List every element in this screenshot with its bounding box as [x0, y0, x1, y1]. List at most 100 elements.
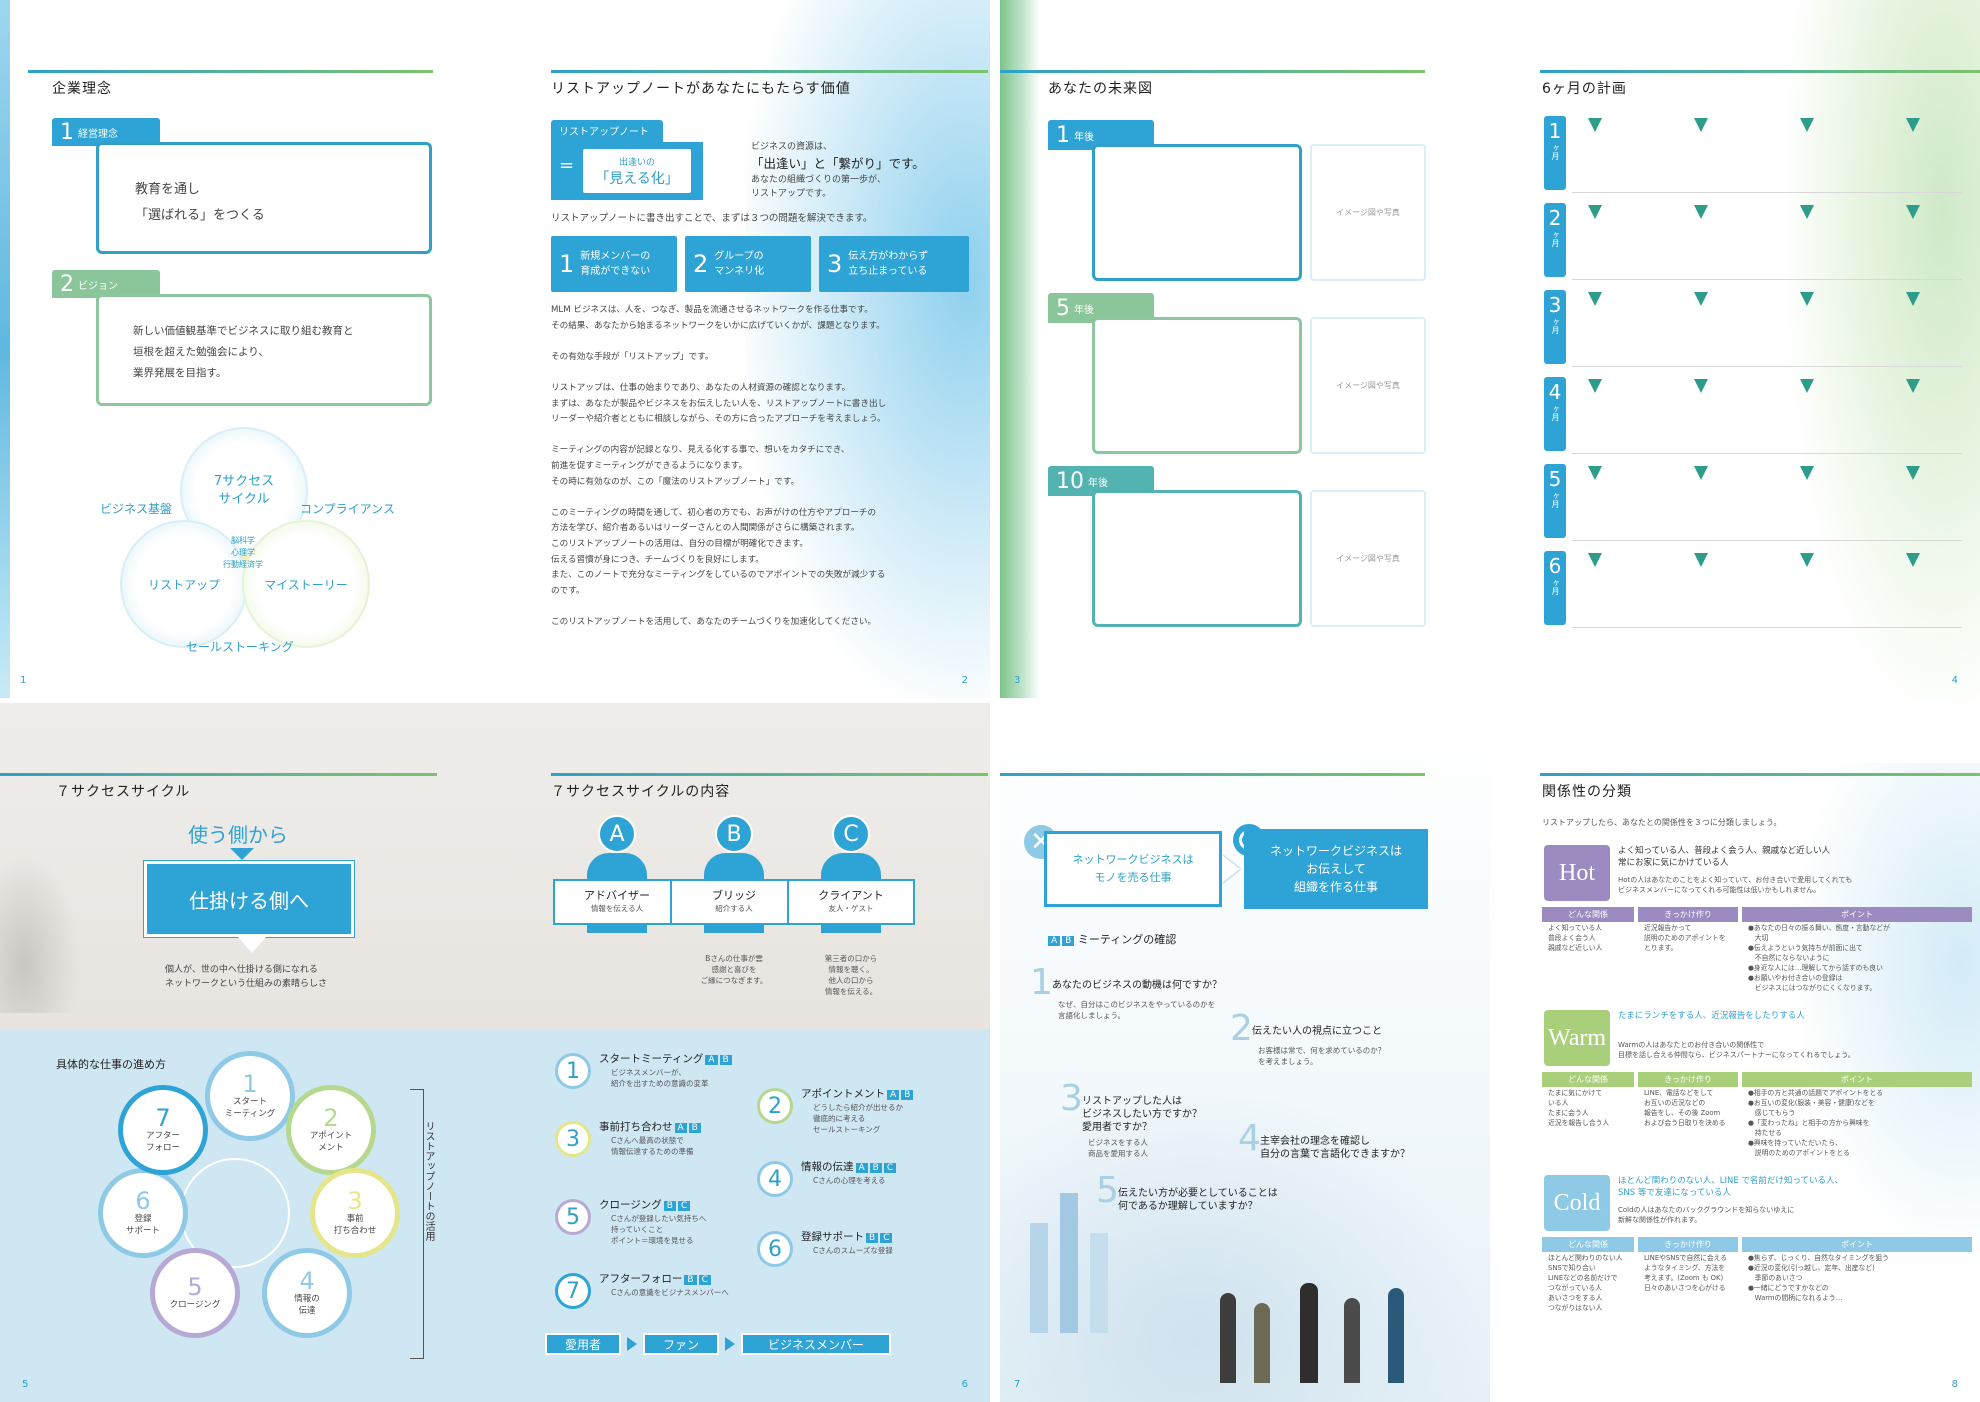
- question-desc: なぜ、自分はこのビジネスをやっているのかを 言語化しましょう。: [1058, 1000, 1216, 1020]
- to-box: 仕掛ける側へ: [143, 860, 355, 938]
- bar-1: [1030, 1223, 1048, 1333]
- problem-3-text: 伝え方がわからず 立ち止まっている: [848, 251, 929, 277]
- step-badge-5: 5: [555, 1199, 591, 1235]
- category-summary: Coldの人はあなたのバックグラウンドを知らないゆえに 新鮮な関係性が作れます。: [1618, 1206, 1795, 1224]
- month-unit: ヶ月: [1551, 318, 1560, 334]
- question-text: 伝えたい方が必要としていることは 何であるか理解していますか？: [1118, 1188, 1278, 1212]
- sky-background: [1790, 763, 1980, 1263]
- side-line-1: ビジネスの資源は、: [751, 142, 833, 152]
- page-number: 7: [1014, 1379, 1021, 1390]
- philosophy-line-2: 「選ばれる」をつくる: [135, 208, 265, 223]
- body-line: 伝える習慣が身につき、チームづくりを良好にします。: [551, 554, 764, 565]
- milestone-marker-icon: [1588, 118, 1602, 132]
- body-line: リーダーや紹介者とともに相談しながら、その方に合ったアプローチを考えましょう。: [551, 414, 886, 425]
- side-line-2: 「出逢い」と「繋がり」です。: [751, 156, 925, 171]
- wrong-box: ネットワークビジネスは モノを売る仕事: [1044, 831, 1222, 907]
- role-tag: A: [887, 1090, 900, 1100]
- step-label: スタート ミーティング: [224, 1097, 276, 1119]
- step-badge-4: 4: [757, 1161, 793, 1197]
- role-letter: A: [609, 821, 625, 847]
- water-background: [745, 0, 990, 698]
- problem-2-text: グループの マンネリ化: [714, 251, 765, 277]
- process-subtitle: 具体的な仕事の進め方: [56, 1058, 166, 1071]
- right-box: ネットワークビジネスは お伝えして 組織を作る仕事: [1244, 829, 1428, 909]
- listup-tag: リストアップノート: [551, 120, 663, 142]
- venn-label-talking: セールストーキング: [186, 640, 294, 654]
- milestone-marker-icon: [1906, 466, 1920, 480]
- step-number: 5: [187, 1273, 203, 1301]
- month-unit: ヶ月: [1551, 144, 1560, 160]
- page-number: 6: [961, 1379, 968, 1390]
- question-text: 伝えたい人の視点に立つこと: [1252, 1026, 1382, 1037]
- tag-b: B: [1062, 936, 1075, 946]
- month-number: 5: [1548, 467, 1562, 491]
- step-desc: ビジネスメンバーが、 紹介を出すための意識の変革: [611, 1068, 709, 1088]
- category-heading: ほとんど関わりのない人、LINE で名前だけ知っている人、 SNS 等で友達にな…: [1618, 1176, 1843, 1198]
- role-tag: A: [705, 1055, 718, 1065]
- role-tag: C: [677, 1201, 691, 1211]
- role-tag: B: [719, 1055, 732, 1065]
- title-rule: [1000, 773, 1425, 776]
- question-text: リストアップした人は ビジネスしたい方ですか？ 愛用者ですか？: [1082, 1096, 1202, 1133]
- page-8: 関係性の分類 リストアップしたら、あなたとの関係性を３つに分類しましょう。 Ho…: [1490, 703, 1980, 1402]
- year-number: 10: [1056, 468, 1084, 494]
- milestone-marker-icon: [1800, 118, 1814, 132]
- role-title: クライアント: [818, 889, 884, 902]
- body-text: MLM ビジネスは、人を、つなぎ、製品を流通させるネットワークを作る仕事です。そ…: [551, 303, 971, 630]
- page-title: ７サクセスサイクル: [56, 784, 191, 800]
- role-head-B: B: [715, 815, 753, 853]
- image-placeholder: イメージ図や写真: [1310, 144, 1426, 281]
- title-rule: [1540, 70, 1980, 73]
- step-number: 3: [347, 1187, 363, 1215]
- step-number: 3: [566, 1126, 580, 1152]
- placeholder-text: イメージ図や写真: [1336, 208, 1400, 217]
- title-rule: [1000, 70, 1425, 73]
- month-number: 3: [1548, 293, 1562, 317]
- problem-2-num: 2: [693, 250, 709, 278]
- visualize-big: 「見える化」: [595, 171, 679, 187]
- step-desc: Cさんの心理を考える: [813, 1176, 886, 1185]
- venn-label-compliance: コンプライアンス: [300, 502, 395, 516]
- side-label: リストアップノートの活用: [423, 1121, 434, 1241]
- column-header: どんな関係: [1542, 1237, 1634, 1252]
- city-background: [1000, 1083, 1490, 1402]
- role-letter: C: [843, 821, 859, 847]
- role-tag: B: [684, 1275, 697, 1285]
- vision-line-2: 垣根を超えた勉強会により、: [133, 346, 269, 358]
- page-title: 6ヶ月の計画: [1542, 81, 1627, 97]
- milestone-marker-icon: [1906, 553, 1920, 567]
- question-number-3: 3: [1060, 1078, 1083, 1119]
- step-desc: Cさんへ最高の状態で 情報伝達するための準備: [611, 1136, 694, 1156]
- step-label: アポイント メント: [309, 1131, 353, 1153]
- page-number: 4: [1951, 675, 1958, 686]
- visualize-small: 出逢いの: [618, 158, 655, 168]
- from-text: 使う側から: [188, 823, 288, 847]
- placeholder-text: イメージ図や写真: [1336, 381, 1400, 390]
- milestone-marker-icon: [1694, 118, 1708, 132]
- page-number: 2: [961, 675, 968, 686]
- step-desc: Cさんの意識をビジナスメンバーへ: [611, 1288, 729, 1297]
- role-tag: C: [698, 1275, 711, 1285]
- page-1: 企業理念 1 経営理念 教育を通し 「選ばれる」をつくる 2 ビジョン 新しい価…: [0, 0, 495, 698]
- milestone-marker-icon: [1694, 379, 1708, 393]
- category-cell: LINE、電話などをして お互いの近況などの 報告をし、その後 Zoom および…: [1644, 1089, 1726, 1127]
- page-number: 1: [20, 675, 27, 686]
- step-title: アフターフォロー: [599, 1273, 683, 1285]
- step-title: 情報の伝達: [801, 1161, 854, 1173]
- body-line: [551, 365, 971, 381]
- category-cell: ●相手の方と共通の話題でアポイントをとる ●お互いの変化(服装・美容・健康)など…: [1748, 1089, 1884, 1157]
- step-badge-3: 3: [555, 1121, 591, 1157]
- month-unit: ヶ月: [1551, 492, 1560, 508]
- role-tag: B: [901, 1090, 914, 1100]
- equals-sign: =: [559, 155, 575, 176]
- month-line: [1572, 366, 1962, 367]
- category-badge-hot: Hot: [1544, 845, 1610, 901]
- title-rule: [0, 773, 437, 776]
